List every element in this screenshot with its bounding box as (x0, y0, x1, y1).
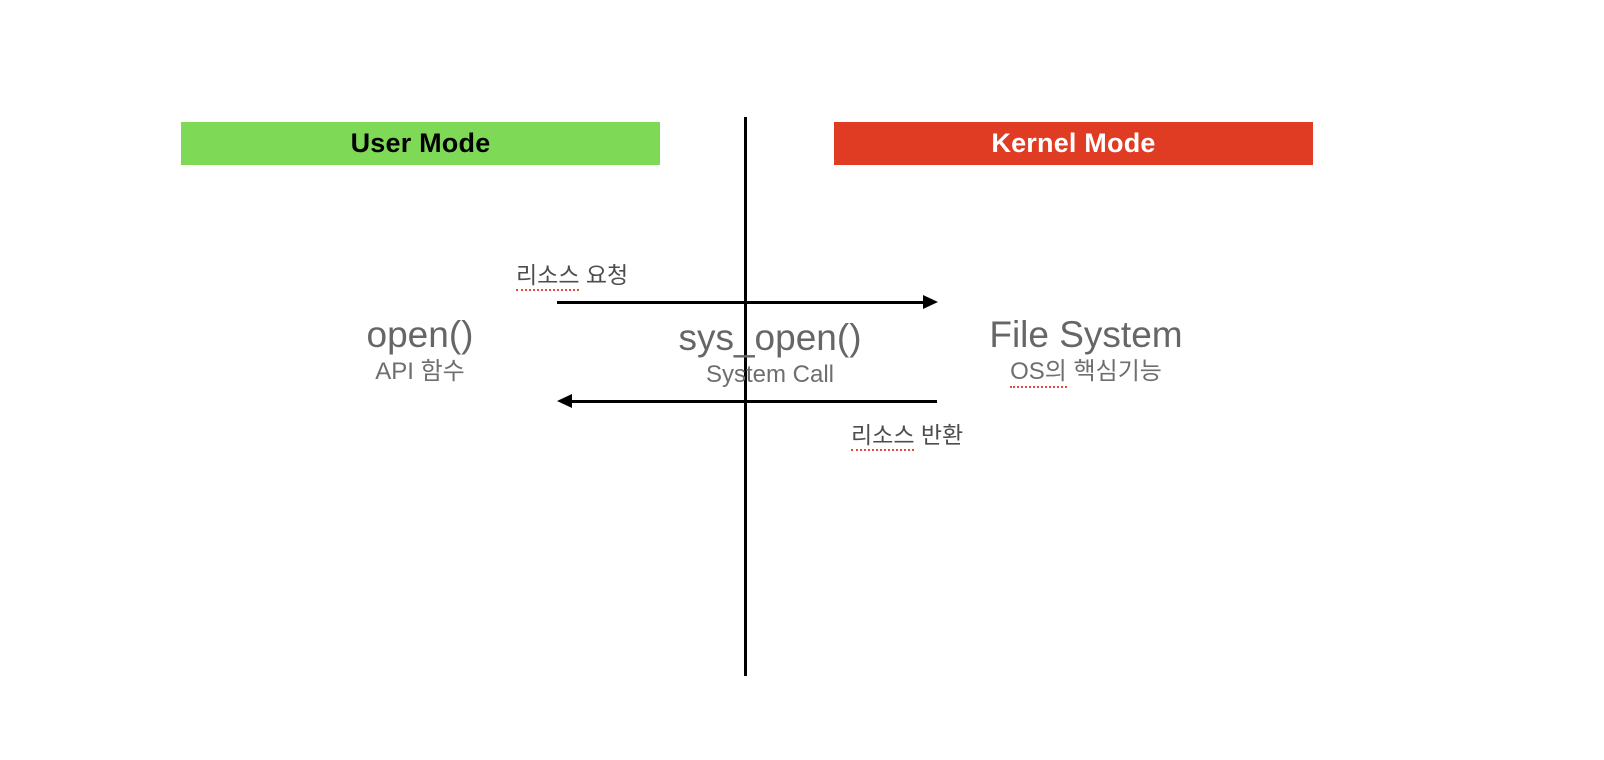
node-filesystem: File System OS의 핵심기능 (966, 313, 1206, 388)
node-syscall-subtitle: System Call (705, 361, 835, 388)
return-arrow-line (562, 400, 937, 403)
mode-boundary-divider (744, 117, 747, 676)
kernel-mode-banner: Kernel Mode (834, 122, 1313, 165)
node-filesystem-title: File System (989, 314, 1183, 355)
node-open: open() API 함수 (300, 313, 540, 387)
node-filesystem-subtitle-term: OS의 (1010, 358, 1067, 388)
request-arrow-line (557, 301, 932, 304)
return-label-rest: 반환 (914, 422, 964, 448)
node-filesystem-subtitle: OS의 핵심기능 (966, 357, 1206, 388)
request-arrow-label: 리소스 요청 (516, 256, 629, 291)
return-arrow-label: 리소스 반환 (851, 416, 964, 451)
user-mode-label: User Mode (350, 128, 491, 158)
node-syscall: sys_open() System Call (650, 316, 890, 390)
user-mode-banner: User Mode (181, 122, 660, 165)
request-arrowhead-icon (923, 295, 938, 309)
node-filesystem-subtitle-rest: 핵심기능 (1066, 358, 1162, 385)
node-open-title: open() (366, 314, 474, 355)
return-label-term: 리소스 (851, 422, 915, 451)
request-label-rest: 요청 (579, 262, 629, 288)
return-arrowhead-icon (557, 394, 572, 408)
node-syscall-title: sys_open() (678, 317, 862, 358)
node-open-subtitle: API 함수 (375, 358, 465, 385)
request-label-term: 리소스 (516, 262, 580, 291)
kernel-mode-label: Kernel Mode (991, 128, 1156, 158)
